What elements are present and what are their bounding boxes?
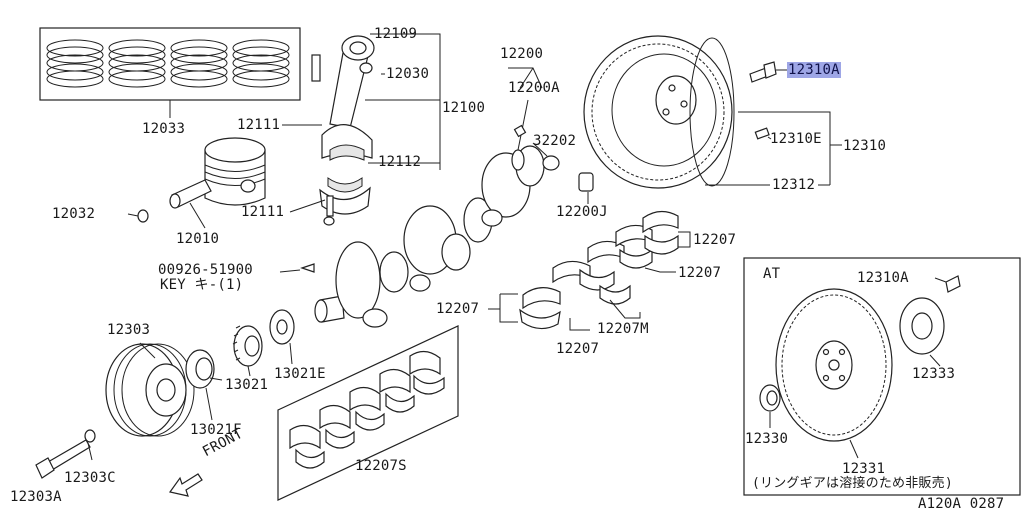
flywheel-bolt bbox=[749, 61, 777, 83]
rod-bearing-lower bbox=[327, 177, 363, 193]
label-12312: 12312 bbox=[772, 177, 816, 193]
pulley-bolt bbox=[35, 439, 91, 479]
label-12200J: 12200J bbox=[556, 204, 608, 220]
flywheel-dowel bbox=[754, 127, 770, 140]
front-oil-seal bbox=[185, 349, 215, 389]
piston-pin-clip bbox=[137, 209, 149, 223]
label-12303A: 12303A bbox=[10, 489, 62, 505]
label-12109: 12109 bbox=[374, 26, 418, 42]
label-at: AT bbox=[763, 266, 781, 282]
main-bearings bbox=[519, 210, 679, 330]
label-12310A: 12310A bbox=[787, 62, 841, 78]
label-12310E: 12310E bbox=[770, 131, 822, 147]
label-12207M: 12207M bbox=[597, 321, 649, 337]
crank-pulley bbox=[105, 343, 195, 437]
piston bbox=[204, 137, 266, 206]
label-13021: 13021 bbox=[225, 377, 269, 393]
label-13021E: 13021E bbox=[274, 366, 326, 382]
label-12330: 12330 bbox=[745, 431, 789, 447]
drive-plate bbox=[775, 288, 893, 442]
diagram-code: A120A 0287 bbox=[918, 496, 1005, 512]
ring-gear-note: (リングギアは溶接のため非販売) bbox=[752, 476, 953, 491]
piston-ring-set bbox=[46, 39, 290, 88]
bearing-set bbox=[289, 350, 445, 469]
reinforcement-plate bbox=[899, 297, 945, 355]
label-12111-lower: 12111 bbox=[241, 204, 285, 220]
label-12200: 12200 bbox=[500, 46, 544, 62]
label-12010: 12010 bbox=[176, 231, 220, 247]
rod-bearing-upper bbox=[329, 144, 365, 161]
timing-sprocket bbox=[232, 325, 263, 367]
rod-bushing bbox=[359, 62, 373, 74]
front-arrow bbox=[168, 473, 203, 497]
pulley-washer bbox=[84, 429, 96, 443]
label-12303: 12303 bbox=[107, 322, 151, 338]
label-12111-upper: 12111 bbox=[237, 117, 281, 133]
label-12207-b: 12207 bbox=[678, 265, 722, 281]
woodruff-key bbox=[300, 263, 315, 273]
label-12207S: 12207S bbox=[355, 458, 407, 474]
label-key: KEY キ-(1) bbox=[160, 277, 244, 293]
highlighted-part-number[interactable]: 12310A bbox=[787, 62, 841, 78]
label-at-12310A: 12310A bbox=[857, 270, 909, 286]
at-bolt bbox=[945, 275, 961, 293]
label-12207-c: 12207 bbox=[436, 301, 480, 317]
label-12310: 12310 bbox=[843, 138, 887, 154]
pilot-bushing bbox=[542, 155, 560, 171]
label-12200A: 12200A bbox=[508, 80, 560, 96]
crank-plug bbox=[513, 124, 527, 138]
label-00926-51900: 00926-51900 bbox=[158, 262, 253, 278]
label-12207-d: 12207 bbox=[556, 341, 600, 357]
label-12303C: 12303C bbox=[64, 470, 116, 486]
oil-seal-plate bbox=[269, 309, 295, 345]
at-panel bbox=[743, 257, 1021, 496]
connecting-rod bbox=[311, 35, 375, 226]
label-12112: 12112 bbox=[378, 154, 422, 170]
crank-dowel bbox=[578, 172, 594, 192]
label-12207-a: 12207 bbox=[693, 232, 737, 248]
label-12033: 12033 bbox=[142, 121, 186, 137]
label-12030: 12030 bbox=[386, 66, 430, 82]
label-12032: 12032 bbox=[52, 206, 96, 222]
label-12100: 12100 bbox=[442, 100, 486, 116]
label-32202: 32202 bbox=[533, 133, 577, 149]
label-12331: 12331 bbox=[842, 461, 886, 477]
label-12333: 12333 bbox=[912, 366, 956, 382]
label-13021F: 13021F bbox=[190, 422, 242, 438]
piston-pin bbox=[169, 179, 212, 209]
flywheel bbox=[583, 35, 735, 189]
bearing-set-box bbox=[277, 325, 459, 501]
crankshaft bbox=[314, 145, 545, 328]
spacer bbox=[759, 384, 781, 412]
